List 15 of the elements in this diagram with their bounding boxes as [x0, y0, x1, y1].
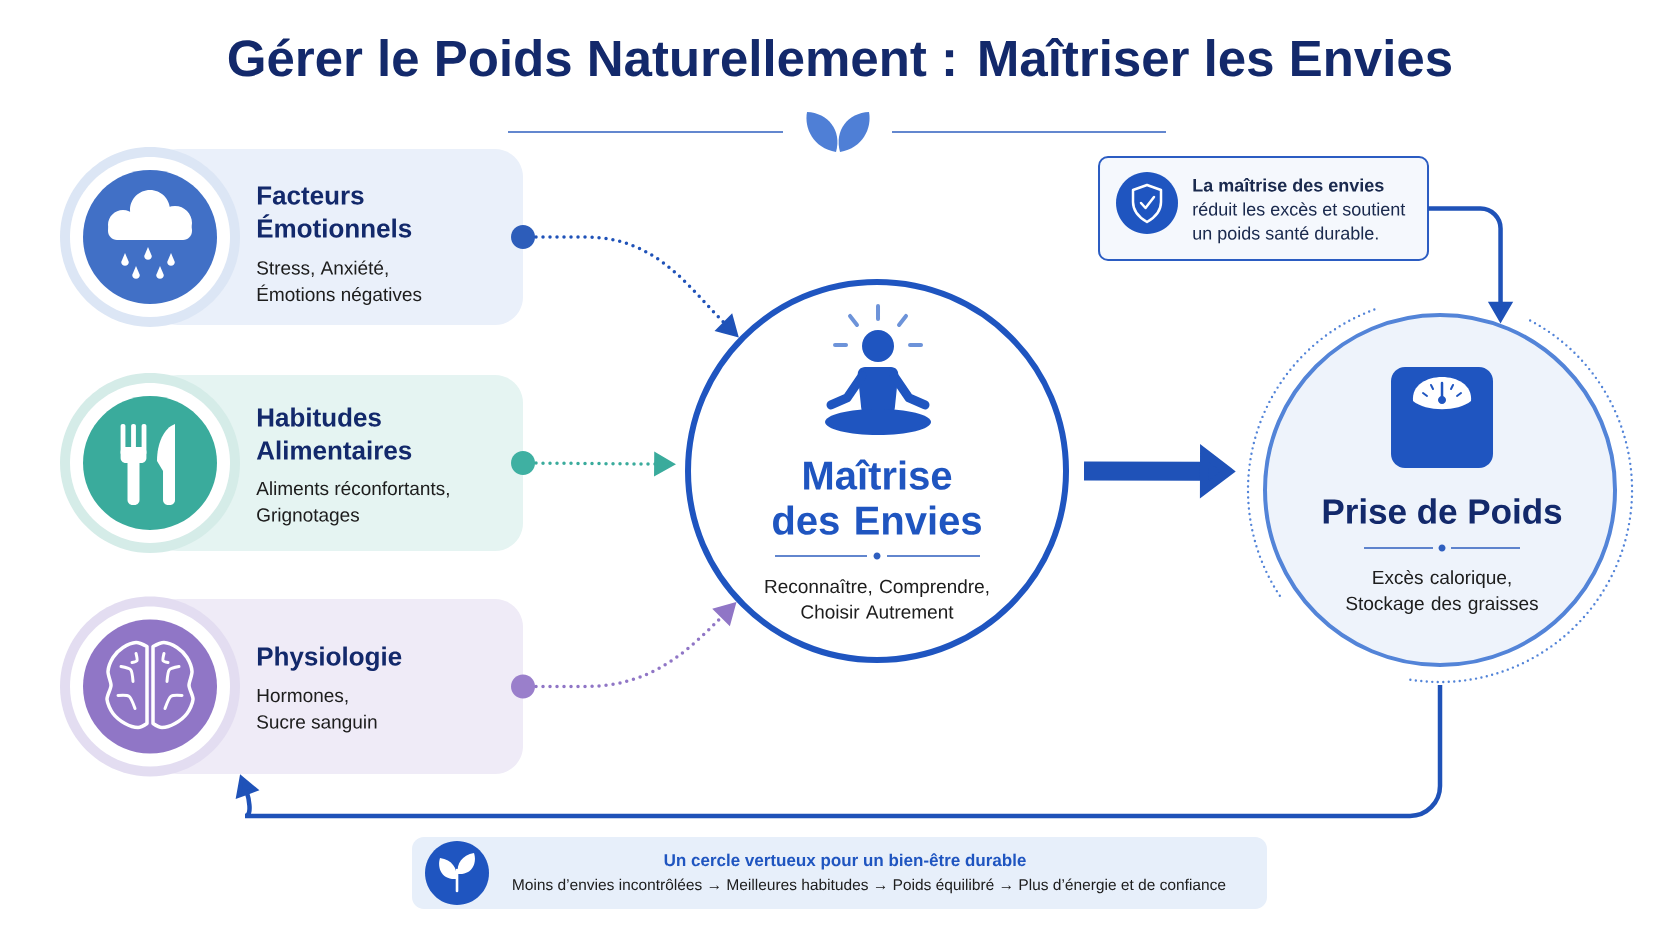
- title: Gérer le Poids Naturellement : Maîtriser les Envies: [228, 37, 1451, 77]
- result-text: Excès calorique, Stockage des graisses: [1346, 570, 1538, 614]
- hub-text: Reconnaître, Comprendre, Choisir Autrement: [765, 579, 989, 619]
- callout-text: La maîtrise des envies réduit les excès et soutient un poids santé durable.: [1193, 178, 1406, 244]
- result-title: Prise de Poids: [1323, 498, 1562, 524]
- card-title: Facteurs Émotionnels: [257, 186, 412, 238]
- card-text: Hormones, Sucre sanguin: [257, 688, 377, 733]
- banner-text: Moins d’envies incontrôlées → Meilleures habitudes → Poids équilibré → Plus d’énergie et de confiance: [513, 878, 1226, 894]
- hub-title: Maîtrise des Envies: [773, 459, 981, 535]
- card-title: Habitudes Alimentaires: [256, 407, 412, 460]
- banner-title: Un cercle vertueux pour un bien-être durable: [664, 853, 1026, 870]
- card-text: Aliments réconfortants, Grignotages: [256, 481, 449, 526]
- card-title: Physiologie: [257, 646, 402, 671]
- card-text: Stress, Anxiété, Émotions négatives: [257, 260, 422, 305]
- arrow: [235, 685, 1443, 819]
